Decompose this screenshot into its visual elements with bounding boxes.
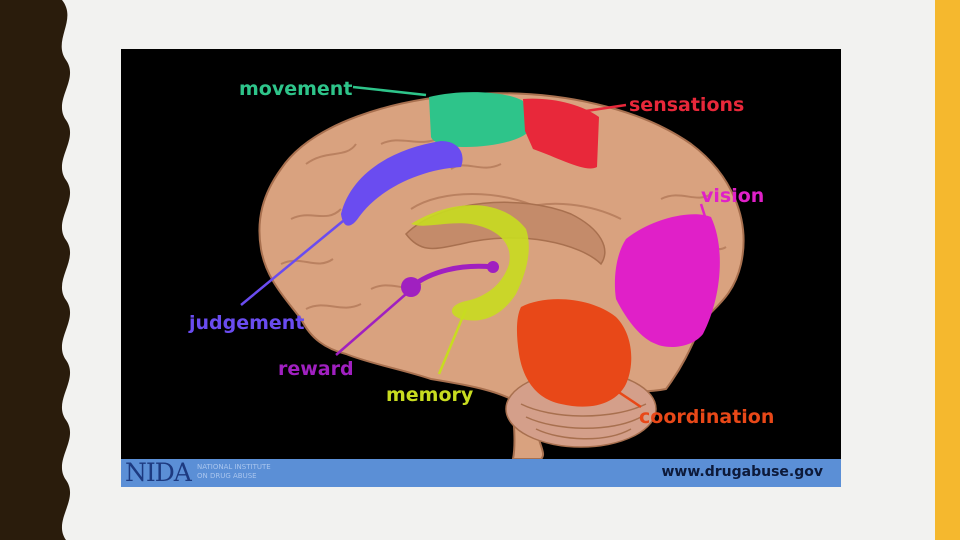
memory-region (411, 205, 529, 321)
coordination-region (516, 299, 632, 407)
label-reward: reward (278, 358, 354, 380)
sensations-region (523, 98, 599, 169)
website-url: www.drugabuse.gov (661, 464, 824, 480)
label-judgement: judgement (188, 312, 304, 334)
label-memory: memory (386, 384, 474, 406)
label-coordination: coordination (639, 406, 774, 428)
judgement-region (341, 141, 463, 226)
label-movement: movement (239, 78, 352, 100)
decorative-wavy-band (0, 0, 71, 540)
brain-function-diagram: movement sensations vision judgement rew… (121, 49, 841, 487)
nida-logo-subtitle: NATIONAL INSTITUTE ON DRUG ABUSE (197, 463, 271, 480)
vision-region (614, 214, 720, 347)
reward-region (401, 261, 499, 297)
decorative-accent-band (935, 0, 960, 540)
label-sensations: sensations (629, 94, 744, 116)
label-vision: vision (701, 185, 764, 207)
movement-region (429, 92, 529, 147)
brain-illustration: movement sensations vision judgement rew… (188, 78, 774, 459)
figure-footer-bar: NIDA NATIONAL INSTITUTE ON DRUG ABUSE ww… (121, 459, 841, 487)
nida-logo: NIDA (125, 458, 192, 487)
